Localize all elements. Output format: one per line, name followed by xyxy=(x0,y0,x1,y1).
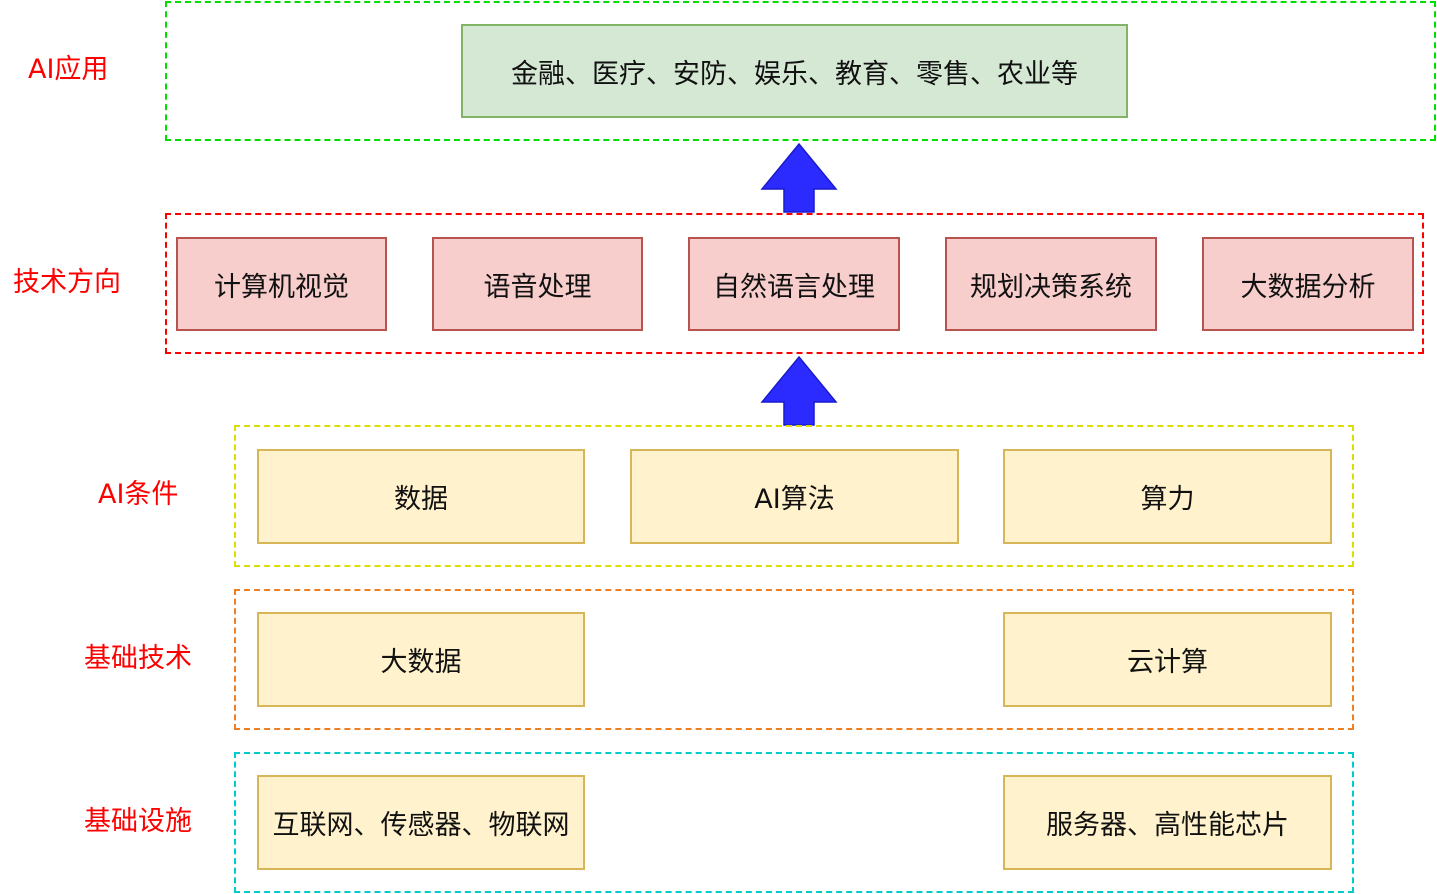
layer-label-base-tech: 基础技术 xyxy=(84,643,192,674)
condition-item-algorithm: AI算法 xyxy=(630,449,959,544)
ai-app-item: 金融、医疗、安防、娱乐、教育、零售、农业等 xyxy=(461,24,1128,118)
base-tech-item-cloud: 云计算 xyxy=(1003,612,1332,707)
layer-label-infrastructure: 基础设施 xyxy=(84,806,192,837)
tech-direction-group xyxy=(165,213,1424,354)
tech-item-bigdata-analysis: 大数据分析 xyxy=(1202,237,1414,331)
tech-item-speech: 语音处理 xyxy=(432,237,643,331)
tech-item-nlp: 自然语言处理 xyxy=(688,237,900,331)
infrastructure-group xyxy=(234,752,1354,893)
tech-item-computer-vision: 计算机视觉 xyxy=(176,237,387,331)
up-arrow-icon xyxy=(760,142,838,213)
up-arrow-icon xyxy=(760,355,838,426)
layer-label-ai-conditions: AI条件 xyxy=(98,479,179,510)
condition-item-compute: 算力 xyxy=(1003,449,1332,544)
layer-label-ai-app: AI应用 xyxy=(28,54,109,85)
layer-label-tech-direction: 技术方向 xyxy=(13,267,121,298)
base-tech-item-bigdata: 大数据 xyxy=(257,612,585,707)
tech-item-planning: 规划决策系统 xyxy=(945,237,1157,331)
base-tech-group xyxy=(234,589,1354,730)
ai-conditions-group xyxy=(234,425,1354,567)
infra-item-network: 互联网、传感器、物联网 xyxy=(257,775,585,870)
condition-item-data: 数据 xyxy=(257,449,585,544)
infra-item-servers: 服务器、高性能芯片 xyxy=(1003,775,1332,870)
ai-app-group xyxy=(165,1,1436,141)
